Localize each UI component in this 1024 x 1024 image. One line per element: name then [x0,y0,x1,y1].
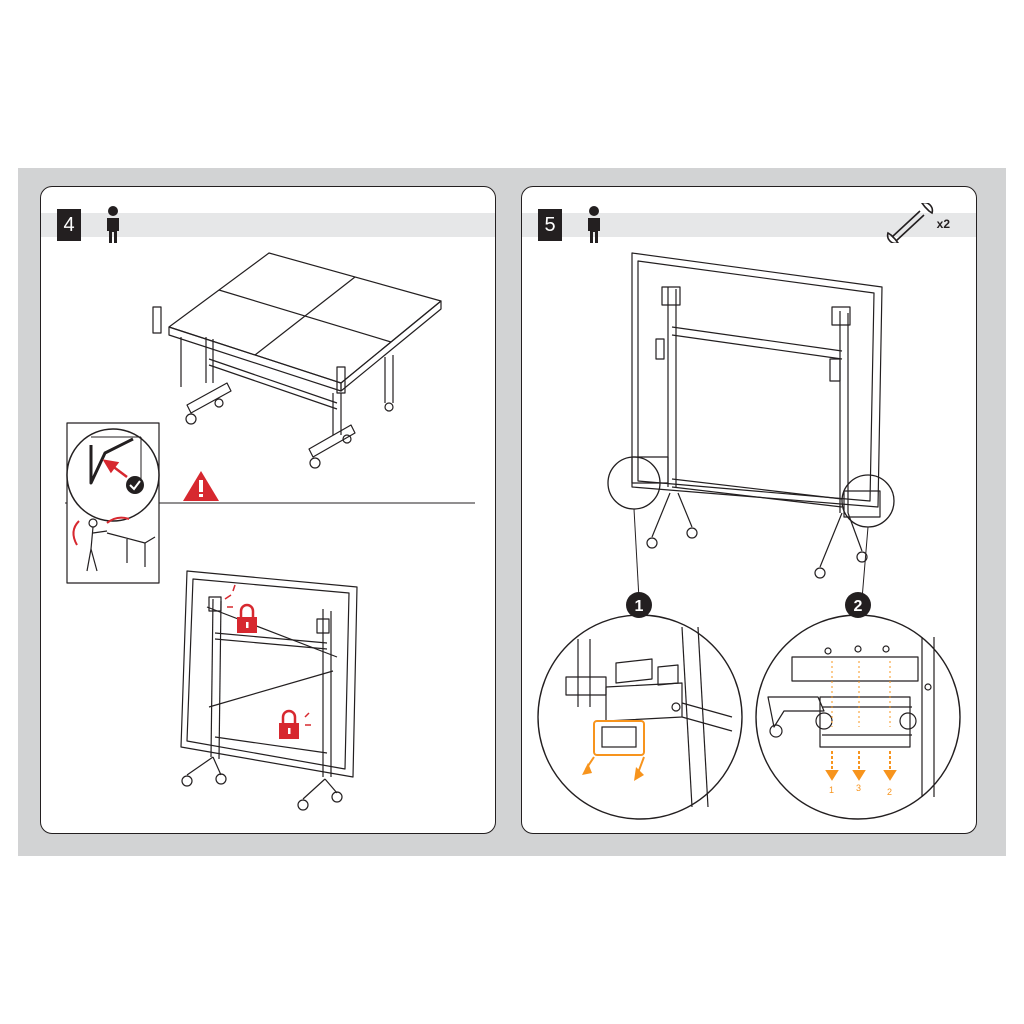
svg-text:1: 1 [635,598,644,615]
tool-quantity: x2 [936,217,950,231]
padlock-icon-2 [279,709,311,739]
svg-text:2: 2 [854,598,863,615]
rotate-arrows [72,516,130,546]
step-5-number: 5 [538,209,562,241]
step-4-illustration [65,252,475,811]
zoom-circle [66,428,160,522]
orange-arrow-heads [582,763,644,781]
step-5-illustration: 1 3 2 1 2 [537,252,961,820]
table-frame [180,337,394,469]
table-folded [180,570,358,811]
bolt-order-label: 1 [829,785,834,795]
table-top-open [152,252,442,394]
step-4-panel: 4 [40,186,496,834]
bolt-order-label: 2 [887,787,892,797]
check-badge [126,476,144,494]
bolt-arrows [825,661,897,781]
detail-circle-1 [537,614,743,820]
table-folded-large [631,252,883,579]
step-4-number: 4 [57,209,81,241]
person-icon [588,206,600,243]
orange-bracket-highlight [585,720,645,774]
person-folding-table [86,518,156,572]
bolt-order-label: 3 [856,783,861,793]
step-5-panel: 5 x2 [521,186,977,834]
warning-triangle-icon [183,471,219,501]
person-icon [107,206,119,243]
callout-badge-1: 1 [626,592,652,618]
wrench-icon [886,203,934,243]
detail-circle-2 [755,614,961,820]
padlock-icon [224,584,257,633]
red-arrow [102,459,128,478]
callout-badge-2: 2 [845,592,871,618]
